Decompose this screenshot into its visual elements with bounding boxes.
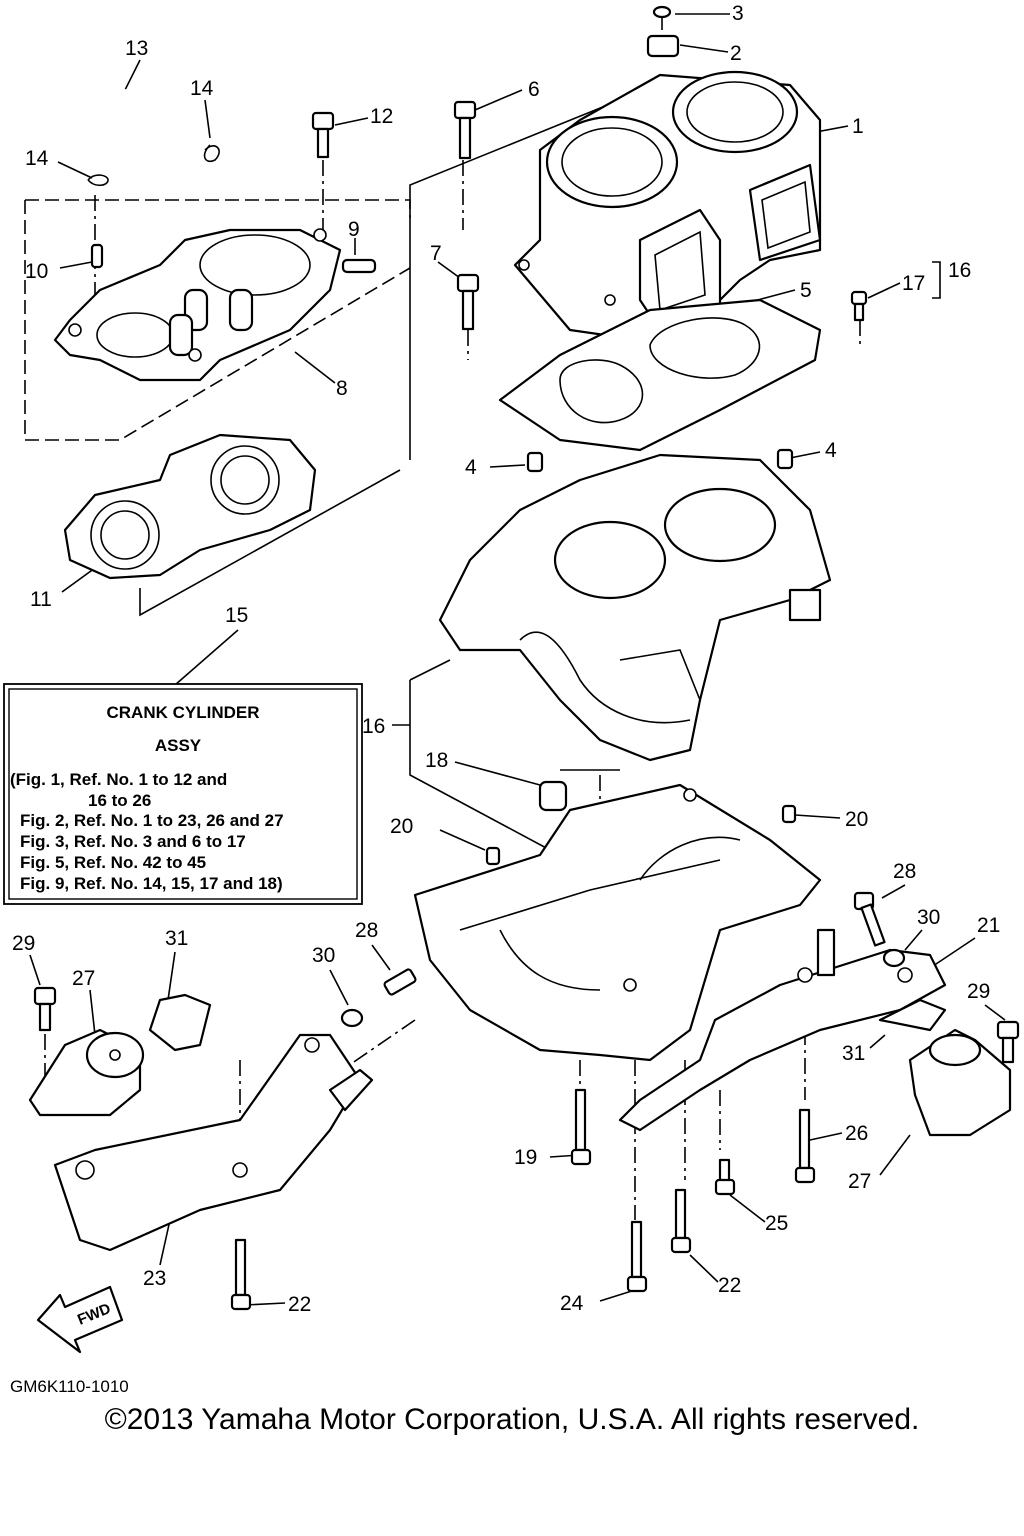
callout-label: 16: [948, 259, 971, 282]
callout-label: 3: [732, 2, 744, 25]
callout-label: 31: [165, 927, 188, 950]
callout-label: 16: [362, 715, 385, 738]
callout-label: 28: [893, 860, 916, 883]
callout-label: 27: [72, 967, 95, 990]
callout-label: 11: [30, 588, 52, 611]
copyright-notice: ©2013 Yamaha Motor Corporation, U.S.A. A…: [104, 1403, 920, 1436]
hose-clip-lower: [87, 174, 109, 187]
hose-clip-upper: [203, 144, 220, 163]
cylinder-top-fittings: [646, 5, 680, 58]
shim-left: [148, 993, 212, 1052]
mount-plate-left: [53, 1033, 374, 1252]
callout-label: 20: [390, 815, 413, 838]
callout-label: 17: [902, 272, 925, 295]
callout-label: 29: [12, 932, 35, 955]
cylinder-gasket: [498, 298, 822, 452]
leader-lines: [29, 13, 1006, 1306]
callout-label: 19: [514, 1146, 537, 1169]
exploded-parts-diagram: FWD CRANK CYLINDER ASSY (Fig. 1, Ref. No…: [3, 2, 1020, 1354]
callout-label: 14: [190, 77, 214, 100]
bracket-16-lines: [139, 99, 621, 851]
callout-label: 28: [355, 919, 378, 942]
head-gasket: [63, 433, 317, 580]
assy-ref-line: Fig. 5, Ref. No. 42 to 45: [20, 853, 206, 872]
callout-label: 14: [25, 147, 49, 170]
assy-title-line1: CRANK CYLINDER: [107, 703, 260, 722]
bolts: [33, 100, 1020, 1311]
shim-right: [878, 998, 947, 1032]
callout-label: 5: [800, 279, 812, 302]
callout-label: 1: [852, 115, 864, 138]
callout-label: 2: [730, 42, 742, 65]
sleeve-18: [538, 780, 568, 812]
callout-label: 22: [288, 1293, 311, 1316]
assy-title-line2: ASSY: [155, 736, 202, 755]
crankcase-upper: [438, 453, 832, 762]
callout-label: 29: [967, 980, 990, 1003]
assy-info-box: CRANK CYLINDER ASSY (Fig. 1, Ref. No. 1 …: [3, 683, 363, 905]
dowel-pin-right: [776, 448, 794, 470]
callout-label: 12: [370, 105, 393, 128]
callout-label: 30: [917, 906, 940, 929]
callout-label: 4: [465, 456, 477, 479]
callout-label: 30: [312, 944, 335, 967]
bracket-17-16: [932, 261, 941, 299]
washer-right: [882, 948, 906, 968]
hose-inner: [89, 87, 199, 169]
callout-label: 18: [425, 749, 448, 772]
callout-label: 13: [125, 37, 148, 60]
callout-label: 27: [848, 1170, 871, 1193]
assy-ref-line: Fig. 3, Ref. No. 3 and 6 to 17: [20, 832, 246, 851]
assy-ref-line: Fig. 9, Ref. No. 14, 15, 17 and 18): [20, 874, 283, 893]
callout-label: 23: [143, 1267, 166, 1290]
callout-label: 31: [842, 1042, 865, 1065]
callout-label: 21: [977, 914, 1000, 937]
assy-ref-line: 16 to 26: [88, 791, 151, 810]
head-cover: [53, 228, 342, 382]
callout-label: 20: [845, 808, 868, 831]
dowel-pin-left: [526, 451, 544, 473]
dowel-20-right: [781, 804, 797, 824]
assy-ref-line: Fig. 2, Ref. No. 1 to 23, 26 and 27: [20, 811, 284, 830]
callout-label: 7: [430, 242, 442, 265]
assy-ref-line: (Fig. 1, Ref. No. 1 to 12 and: [10, 770, 227, 789]
cylinder-block: [513, 70, 822, 342]
callout-label: 24: [560, 1292, 584, 1315]
callout-label: 22: [718, 1274, 741, 1297]
rubber-mount-right: [908, 1028, 1012, 1137]
callout-label: 15: [225, 604, 248, 627]
washer-left: [340, 1008, 364, 1028]
dowel-20-left: [485, 846, 501, 866]
callout-label: 8: [336, 377, 348, 400]
diagram-code: GM6K110-1010: [10, 1377, 129, 1396]
callout-label: 26: [845, 1122, 868, 1145]
fwd-arrow: FWD: [36, 1285, 124, 1354]
callout-label: 4: [825, 439, 837, 462]
callout-label: 6: [528, 78, 540, 101]
crankcase-lower: [413, 783, 822, 1062]
callout-numbers: 3 2 1 13 14 14 12 6 9 10 8 7 5 17 16 4 4…: [12, 2, 1000, 1316]
callout-label: 9: [348, 218, 360, 241]
callout-label: 10: [25, 260, 48, 283]
rubber-mount-left: [28, 1028, 145, 1117]
callout-label: 25: [765, 1212, 788, 1235]
